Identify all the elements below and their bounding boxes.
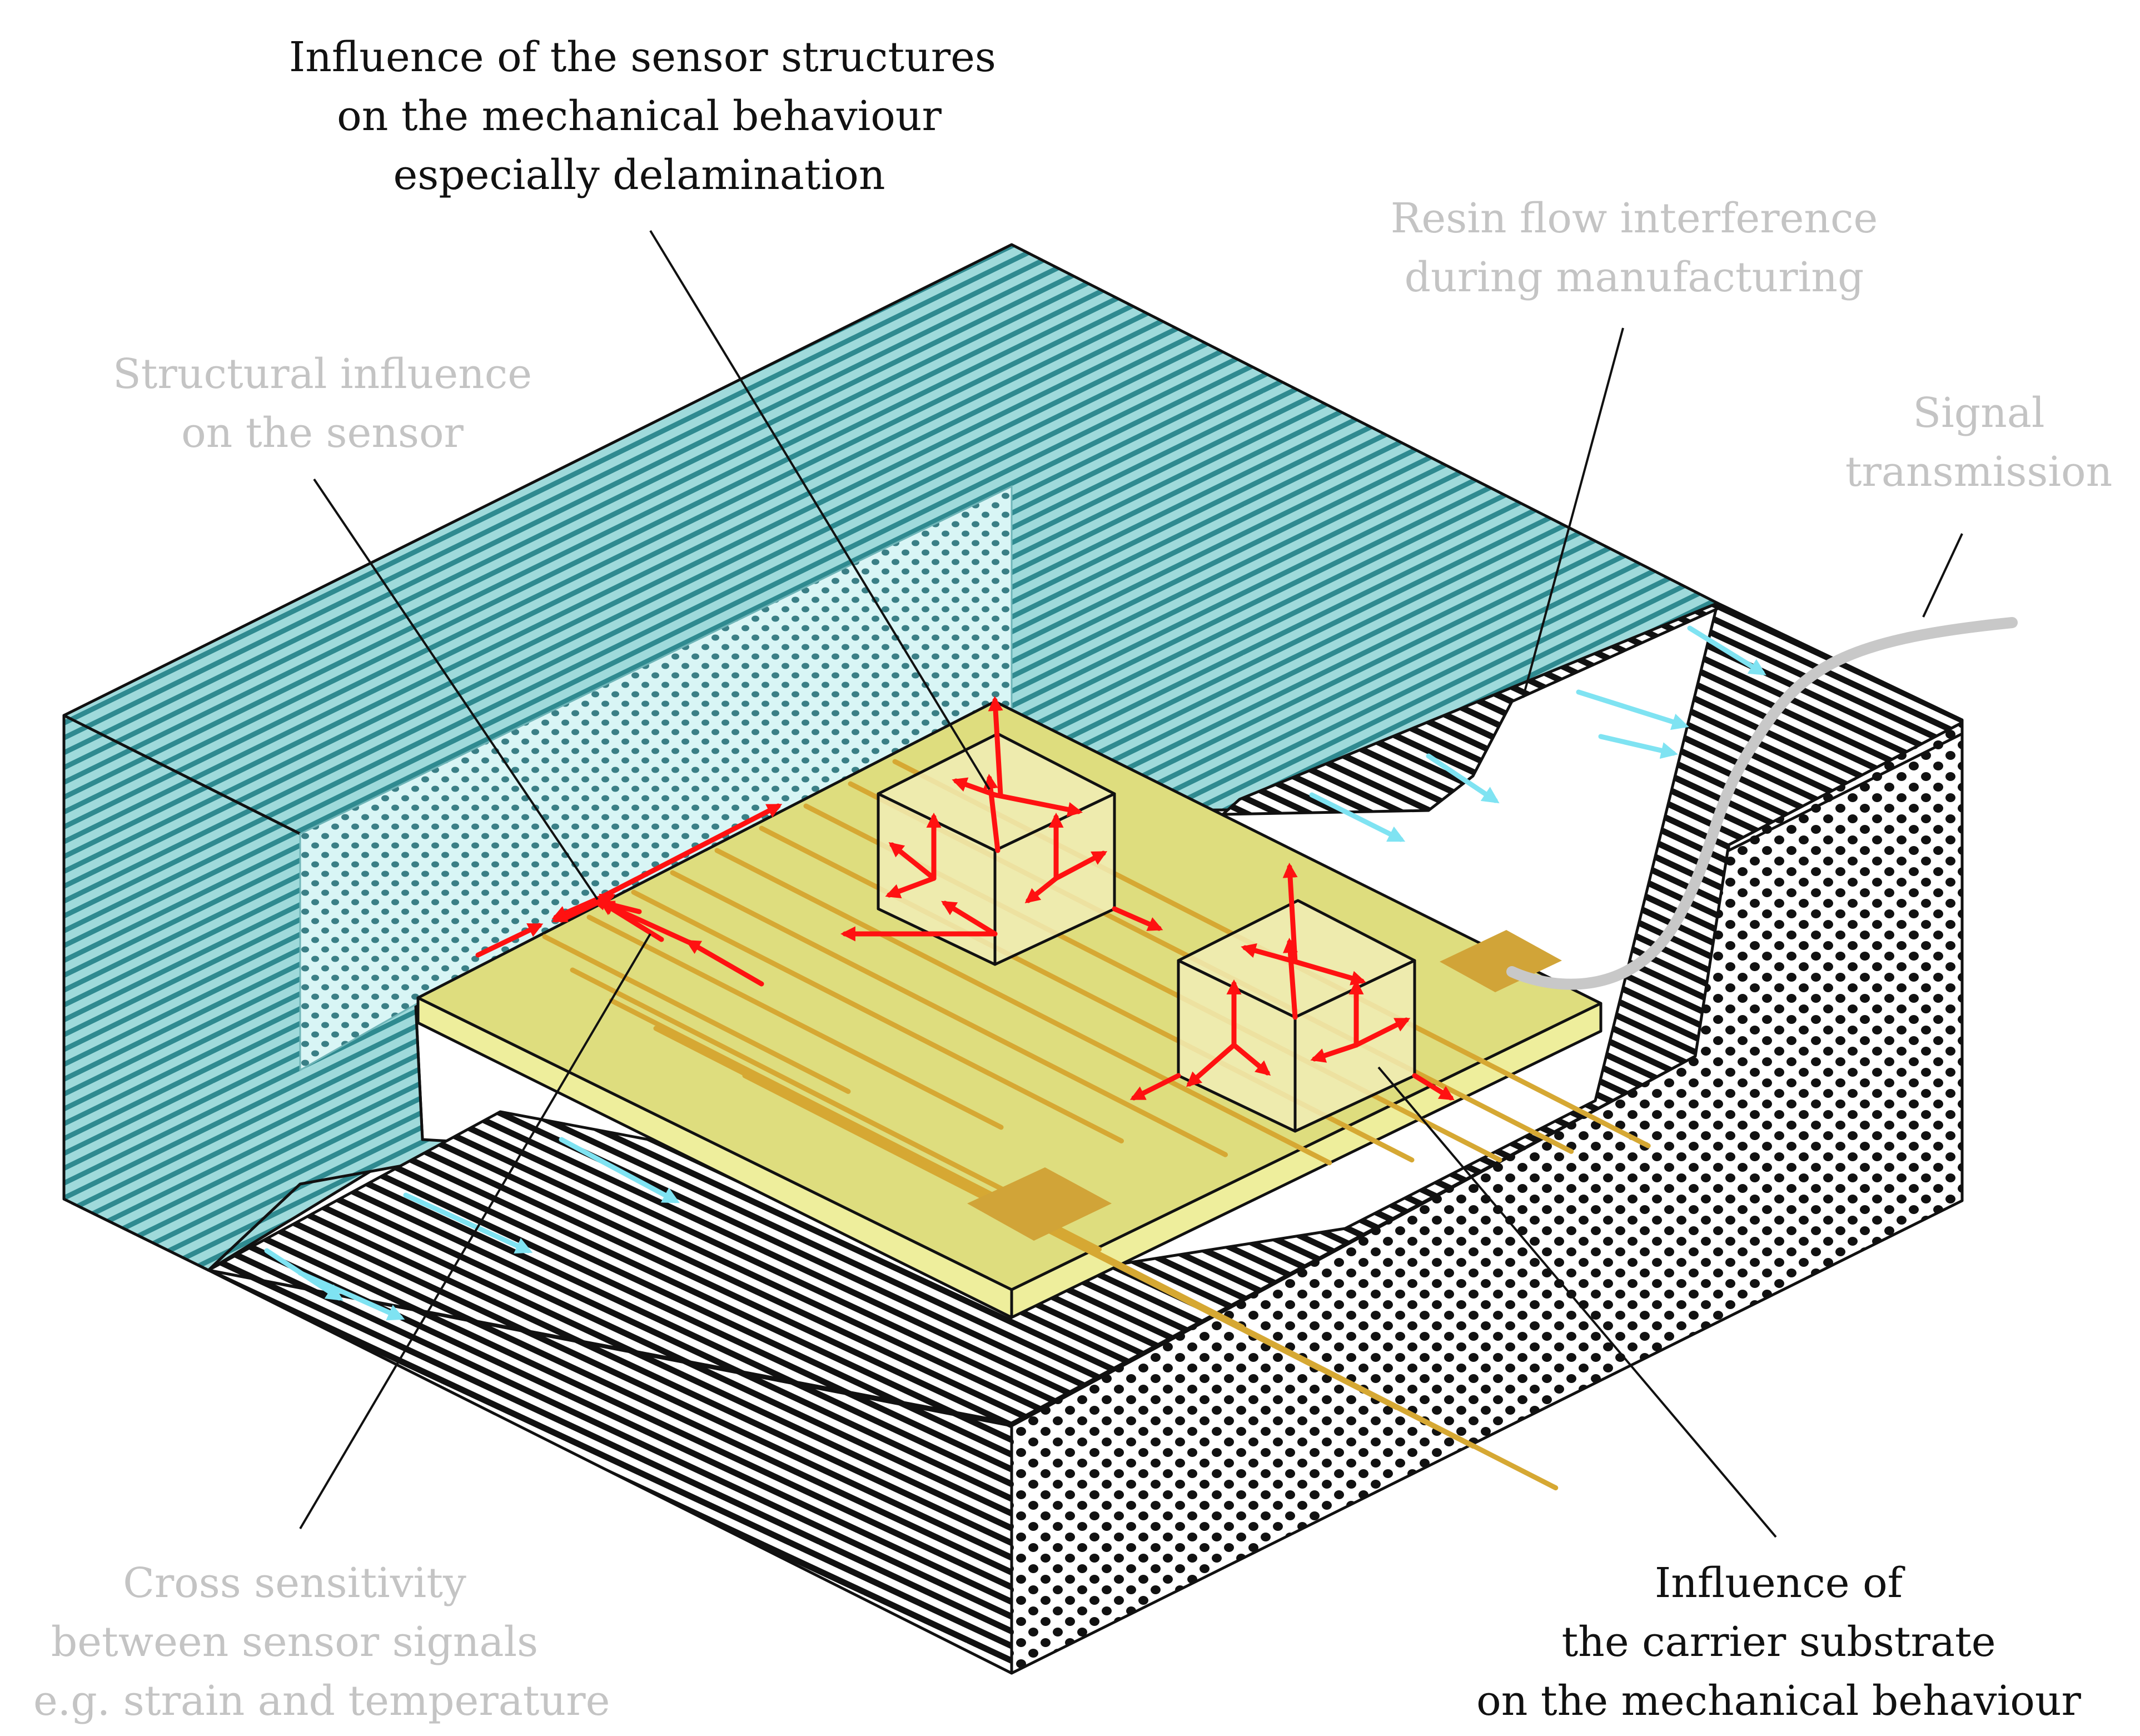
ply-back-wall xyxy=(1221,601,1719,816)
cyan-arrow-icon xyxy=(403,1192,533,1254)
red-arrow-icon xyxy=(685,939,764,987)
signal-cable xyxy=(1506,617,2018,990)
red-arrow-icon xyxy=(1412,1073,1455,1101)
leader-signal xyxy=(1922,533,1963,618)
trace-line xyxy=(670,870,1228,1157)
cyan-arrow-icon xyxy=(1687,625,1766,675)
label-structural-influence: Structural influence on the sensor xyxy=(112,350,532,457)
leader-lines xyxy=(299,230,1963,1538)
red-arrow-icon xyxy=(1241,943,1298,964)
red-arrow-icon xyxy=(888,842,937,881)
red-arrow-icon xyxy=(1310,1042,1359,1063)
red-arrow-icon xyxy=(590,896,642,914)
contact-pads xyxy=(967,930,1562,1241)
cyan-arrow-icon xyxy=(1309,792,1406,842)
red-arrow-icon xyxy=(1129,1073,1181,1101)
leader-resin xyxy=(1522,327,1624,698)
trace-line xyxy=(570,967,1019,1200)
red-arrow-icon xyxy=(475,923,544,958)
red-arrow-icon xyxy=(599,901,698,948)
red-arrow-icon xyxy=(988,695,1003,798)
trace-line xyxy=(542,934,851,1094)
stress-arrows xyxy=(475,695,1455,1101)
resin-flow-arrows xyxy=(264,625,1766,1321)
leader-carrier xyxy=(1377,1066,1777,1538)
cyan-arrow-icon xyxy=(1426,753,1500,804)
trace-line xyxy=(714,848,1332,1166)
red-arrow-icon xyxy=(1024,876,1059,904)
red-arrow-icon xyxy=(952,777,998,798)
red-arrow-icon xyxy=(1292,959,1366,986)
trace-line xyxy=(586,914,1004,1130)
label-carrier-substrate: Influence of the carrier substrate on th… xyxy=(1476,1559,2081,1725)
red-arrow-icon xyxy=(1053,850,1108,881)
label-cross-sensitivity: Cross sensitivity between sensor signals… xyxy=(33,1559,610,1725)
red-arrow-icon xyxy=(1186,1042,1237,1087)
red-arrow-icon xyxy=(992,792,1083,817)
red-arrow-icon xyxy=(1231,1042,1271,1076)
red-arrow-icon xyxy=(941,901,998,937)
leader-delamination xyxy=(649,230,991,790)
red-arrow-icon xyxy=(1112,906,1163,931)
red-arrow-icon xyxy=(885,876,937,899)
core-side-face xyxy=(1727,721,1964,852)
trace-line xyxy=(631,889,1124,1144)
leader-structural xyxy=(313,478,599,901)
red-arrow-icon xyxy=(1353,1017,1411,1048)
sensor-board xyxy=(416,700,1602,1319)
contact-pad-front xyxy=(967,1167,1112,1241)
cyan-arrow-icon xyxy=(1598,734,1678,759)
contact-pad-right xyxy=(1440,930,1562,992)
label-signal-transmission: Signal transmission xyxy=(1845,389,2113,496)
red-arrow-icon xyxy=(983,773,1001,853)
cyan-arrow-icon xyxy=(1576,689,1689,730)
cyan-arrow-icon xyxy=(297,1270,405,1321)
leader-cross xyxy=(299,933,651,1530)
cyan-arrow-icon xyxy=(559,1137,680,1203)
core-material xyxy=(1010,721,1964,1675)
board-top xyxy=(416,700,1602,1291)
label-delamination: Influence of the sensor structures on th… xyxy=(289,33,996,199)
label-resin-flow: Resin flow interference during manufactu… xyxy=(1390,195,1878,301)
red-arrow-icon xyxy=(598,803,783,901)
red-arrow-icon xyxy=(1282,937,1298,1020)
